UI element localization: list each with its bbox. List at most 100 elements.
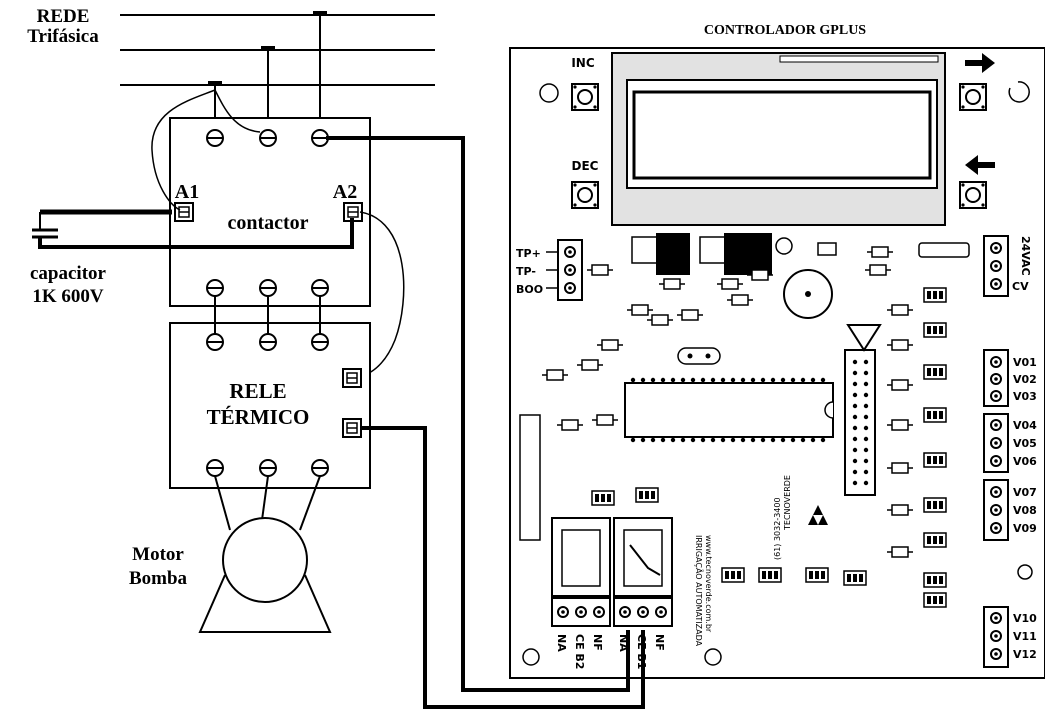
expansion-header [844,349,876,496]
terminal-tp-minus-label: TP- [516,265,536,278]
valve-labels: V01 V02 V03 V04 V05 V06 V07 V08 V09 V10 … [1013,356,1037,661]
ic-pin [650,437,656,443]
silkscreen-website: www.tecnoverde.com.br [704,535,713,633]
ic-pin [710,377,716,383]
header-pin [863,469,869,475]
mount-hole [539,83,559,103]
ic-pin [780,437,786,443]
ic-pin [630,437,636,443]
header-pin [852,381,858,387]
power-cv-label: CV [1012,280,1029,293]
ic-pin [800,437,806,443]
ic-pin [750,437,756,443]
ic-pin [690,437,696,443]
ic-pin [700,377,706,383]
transistor [805,567,829,583]
left-arrow-button[interactable] [959,181,987,209]
contactor-to-relay-wires [214,296,321,334]
microcontroller [624,382,834,438]
relay1-nf-label: NF [591,634,604,651]
terminal-boo-label: BOO [516,283,543,296]
inc-button[interactable] [571,83,599,111]
header-pin [852,480,858,486]
ic-pin [690,377,696,383]
contactor-label: contactor [227,212,308,234]
header-pin [852,425,858,431]
v04-label: V04 [1013,419,1037,432]
header-pin [863,359,869,365]
expansion-header-pins [852,359,869,486]
ic-pin [760,437,766,443]
ic-pin [730,437,736,443]
transistor [721,567,745,583]
mount-hole [1017,564,1033,580]
mount-hole [1008,81,1030,103]
v03-label: V03 [1013,390,1037,403]
ic-pin [720,377,726,383]
header-pin [852,447,858,453]
v10-label: V10 [1013,612,1037,625]
relay-aux-terminal-2 [342,418,362,438]
microcontroller-pins [630,377,826,443]
regulators [631,233,793,290]
v07-label: V07 [1013,486,1037,499]
left-arrow-icon [965,155,995,175]
ic-pin [790,377,796,383]
transistor [923,322,947,338]
oscillator [677,347,721,365]
motor-label-line2: Bomba [129,568,188,589]
terminal-tp-plus-label: TP+ [516,247,541,260]
relay1-na-label: NA [555,634,568,652]
mount-hole [522,648,540,666]
power-24vac-label: 24VAC [1019,236,1032,276]
transistor [635,487,659,503]
trimmer [846,324,882,352]
ic-pin [770,437,776,443]
header-pin [852,392,858,398]
transistor [923,497,947,513]
header-pin [863,425,869,431]
transistor [923,532,947,548]
right-arrow-icon [965,53,995,73]
header-pin [863,414,869,420]
ic-pin [760,377,766,383]
header-pin [852,359,858,365]
header-pin [852,403,858,409]
ic-pin [790,437,796,443]
network-title-line1: REDE [37,6,90,27]
terminal-a1 [174,202,194,222]
motor-symbol [198,475,332,633]
header-pin [852,436,858,442]
silkscreen-tagline: IRRIGAÇÃO AUTOMATIZADA [694,535,704,647]
relay1-ce-b2-label: CE B2 [573,634,586,669]
contactor-coil-wiring [151,89,405,379]
header-pin [863,392,869,398]
v05-label: V05 [1013,437,1037,450]
v11-label: V11 [1013,630,1037,643]
ic-pin [670,377,676,383]
silkscreen-brand: TECNOVERDE [783,475,792,531]
ic-pin [680,377,686,383]
v08-label: V08 [1013,504,1037,517]
lcd-display [611,52,946,226]
fuse [918,242,970,258]
ic-pin [720,437,726,443]
transistor [923,287,947,303]
header-pin [863,458,869,464]
ic-pin [820,437,826,443]
side-connector [519,414,541,541]
relay-terminal-blocks [551,597,673,627]
transistor [923,572,947,588]
capacitor-label-line2: 1K 600V [32,286,104,307]
ic-pin [700,437,706,443]
right-arrow-button[interactable] [959,83,987,111]
ic-pin [810,377,816,383]
relay-label-line2: TÉRMICO [207,405,310,429]
mount-hole [704,648,722,666]
ic-pin [680,437,686,443]
relay-aux-terminal-1 [342,368,362,388]
terminal-a2-label: A2 [333,181,357,203]
header-pin [852,469,858,475]
dec-button[interactable] [571,181,599,209]
